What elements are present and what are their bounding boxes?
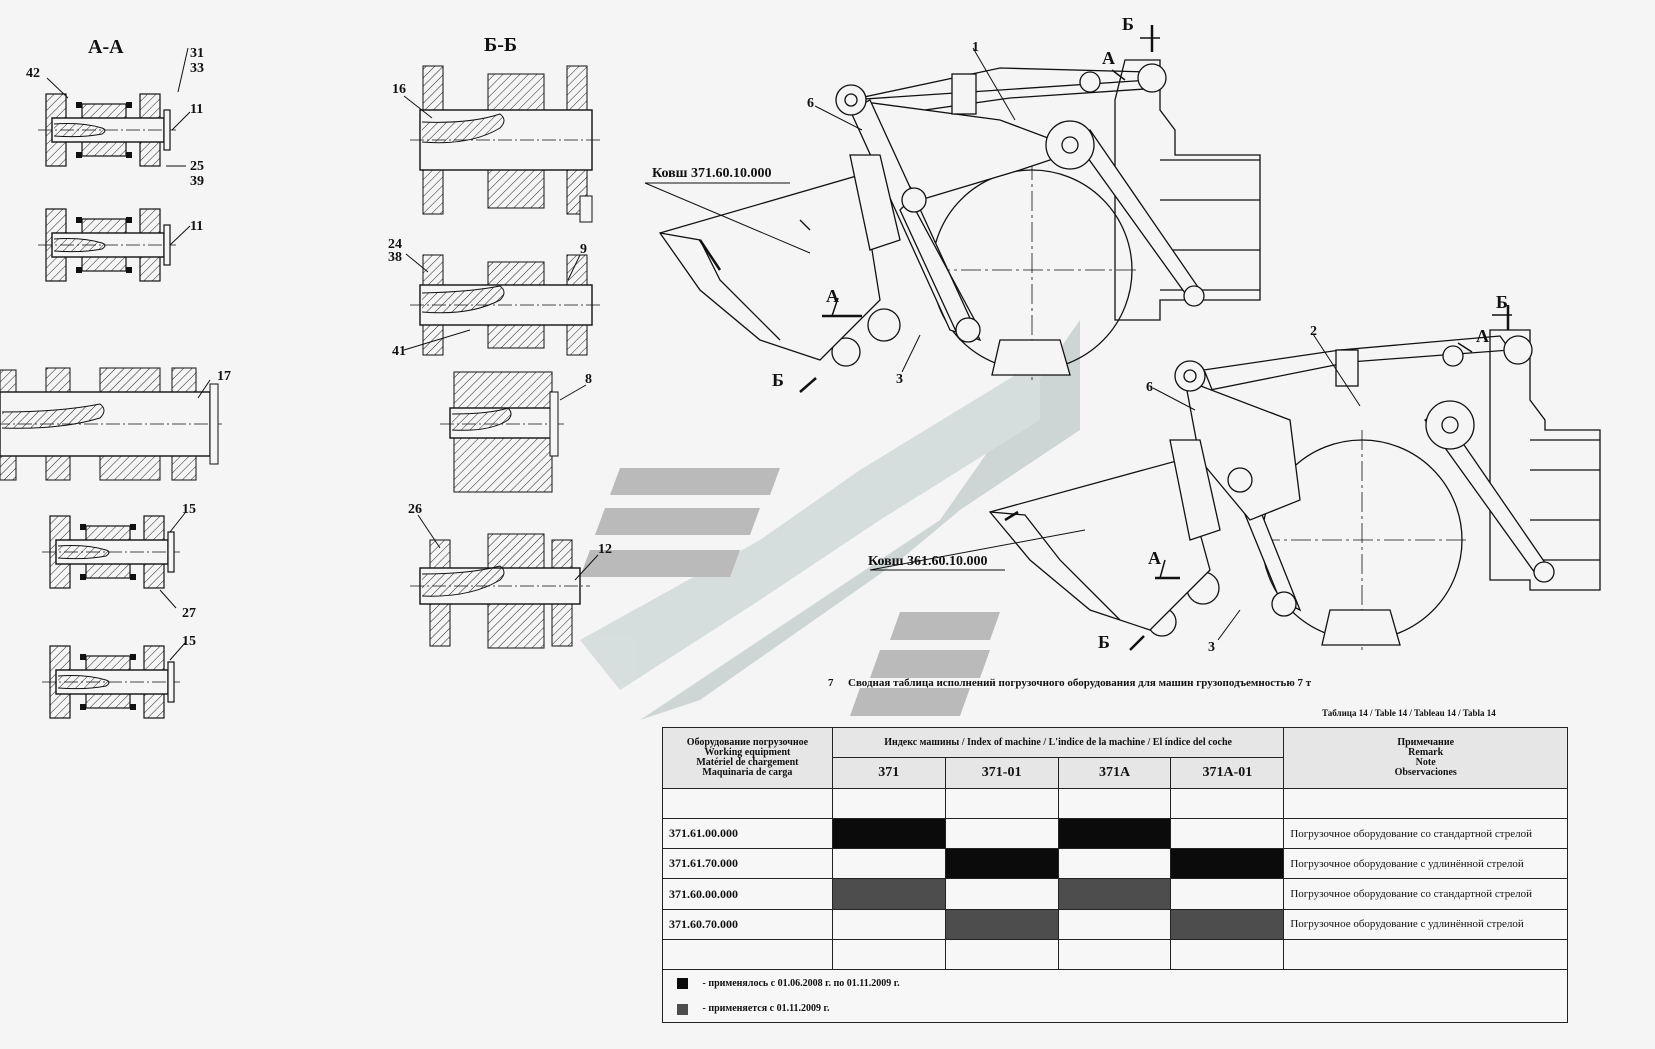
loader-linkage-top bbox=[658, 59, 1261, 380]
machine-371a-01: 371А-01 bbox=[1170, 757, 1285, 789]
header-equipment: Оборудование погрузочное Working equipme… bbox=[662, 727, 833, 789]
callout-42: 42 bbox=[26, 66, 40, 81]
bucket-label-bottom: Ковш 361.60.10.000 bbox=[868, 554, 988, 569]
cell-r3-c3 bbox=[1170, 908, 1285, 941]
cell-r2-c2 bbox=[1057, 878, 1172, 910]
callout-31: 31 bbox=[190, 46, 204, 61]
cell-r0-c3 bbox=[1170, 817, 1285, 850]
callout-24: 24 bbox=[388, 237, 402, 252]
header-index: Индекс машины / Index of machine / L'ind… bbox=[831, 726, 1285, 759]
header-remark: Примечание Remark Note Observaciones bbox=[1283, 727, 1568, 789]
cell-r1-c3 bbox=[1170, 848, 1285, 880]
section-bb-assembly-4 bbox=[410, 533, 590, 649]
callout-12: 12 bbox=[598, 542, 612, 557]
table-row: 371.61.00.000 Погрузочное оборудование с… bbox=[662, 817, 1568, 850]
section-aa-assembly-4 bbox=[41, 515, 181, 589]
table-ref: Таблица 14 / Table 14 / Tableau 14 / Tab… bbox=[1322, 708, 1496, 718]
leader-lines bbox=[46, 47, 1361, 661]
cut-label-a-top: А bbox=[1102, 48, 1115, 68]
section-aa-assembly-1 bbox=[37, 93, 177, 167]
cut-label-b-left: Б bbox=[772, 370, 784, 390]
cell-r2-c0 bbox=[831, 878, 946, 910]
callout-6b: 6 bbox=[1146, 380, 1153, 395]
cut-label-a-left: А bbox=[826, 286, 839, 306]
callout-9: 9 bbox=[580, 242, 587, 257]
equipment-table: Оборудование погрузочное Working equipme… bbox=[662, 726, 1568, 1024]
cut-label-b-bottom: Б bbox=[1098, 632, 1110, 652]
callout-1: 1 bbox=[972, 40, 979, 55]
table-row-empty bbox=[662, 787, 1568, 819]
callout-6a: 6 bbox=[807, 96, 814, 111]
section-markers bbox=[799, 25, 1512, 651]
callout-11b: 11 bbox=[190, 219, 204, 234]
machine-371: 371 bbox=[831, 757, 946, 789]
table-row: 371.60.00.000 Погрузочное оборудование с… bbox=[662, 878, 1568, 910]
legend-swatch-black bbox=[677, 977, 688, 989]
bucket-label-top: Ковш 371.60.10.000 bbox=[652, 166, 772, 181]
section-aa-assembly-2 bbox=[37, 208, 177, 282]
section-bb-assembly-3 bbox=[440, 371, 566, 493]
callout-3a: 3 bbox=[896, 372, 903, 387]
section-bb-assembly-1 bbox=[410, 65, 600, 223]
callout-11a: 11 bbox=[190, 102, 204, 117]
table-title: Сводная таблица исполнений погрузочного … bbox=[848, 677, 1312, 689]
cut-label-b-right: Б bbox=[1496, 292, 1508, 312]
machine-371a: 371А bbox=[1057, 757, 1172, 789]
callout-39: 39 bbox=[190, 174, 204, 189]
cell-r3-c0 bbox=[831, 908, 946, 941]
table-row: 371.60.70.000 Погрузочное оборудование с… bbox=[662, 908, 1568, 941]
legend-row-1: - применялось с 01.06.2008 г. по 01.11.2… bbox=[662, 969, 1568, 997]
callout-3b: 3 bbox=[1208, 640, 1215, 655]
callout-25: 25 bbox=[190, 159, 204, 174]
callout-2: 2 bbox=[1310, 324, 1317, 339]
section-aa-assembly-5 bbox=[41, 645, 181, 719]
cut-label-b-top: Б bbox=[1122, 14, 1134, 34]
callout-33: 33 bbox=[190, 61, 204, 76]
table-row: 371.61.70.000 Погрузочное оборудование с… bbox=[662, 848, 1568, 880]
callout-27: 27 bbox=[182, 606, 196, 621]
table-row-empty bbox=[662, 939, 1568, 971]
legend-row-2: - применяется с 01.11.2009 г. bbox=[662, 996, 1568, 1024]
cell-r0-c1 bbox=[944, 817, 1059, 850]
cell-r1-c0 bbox=[831, 848, 946, 880]
callout-26: 26 bbox=[408, 502, 422, 517]
table-number: 7 bbox=[828, 677, 834, 689]
callout-8: 8 bbox=[585, 372, 592, 387]
callout-15b: 15 bbox=[182, 634, 196, 649]
cut-label-a-bottom: А bbox=[1148, 548, 1161, 568]
cell-r0-c0 bbox=[831, 817, 946, 850]
cell-r3-c1 bbox=[944, 908, 1059, 941]
cell-r2-c1 bbox=[944, 878, 1059, 910]
watermark-logo bbox=[580, 320, 1080, 720]
cell-r1-c2 bbox=[1057, 848, 1172, 880]
loader-linkage-bottom bbox=[988, 329, 1601, 650]
cut-label-a-right: А bbox=[1476, 326, 1489, 346]
legend-swatch-grey bbox=[677, 1003, 688, 1015]
section-bb-assembly-2 bbox=[410, 254, 600, 356]
cell-r3-c2 bbox=[1057, 908, 1172, 941]
callout-17: 17 bbox=[217, 369, 231, 384]
section-title-bb: Б-Б bbox=[484, 34, 518, 56]
section-aa-assembly-3 bbox=[0, 367, 222, 481]
callout-16: 16 bbox=[392, 82, 406, 97]
cell-r1-c1 bbox=[944, 848, 1059, 880]
cell-r2-c3 bbox=[1170, 878, 1285, 910]
section-title-aa: А-А bbox=[88, 36, 124, 58]
callout-41: 41 bbox=[392, 344, 406, 359]
cell-r0-c2 bbox=[1057, 817, 1172, 850]
machine-371-01: 371-01 bbox=[944, 757, 1059, 789]
callout-15a: 15 bbox=[182, 502, 196, 517]
callout-38: 38 bbox=[388, 250, 402, 265]
